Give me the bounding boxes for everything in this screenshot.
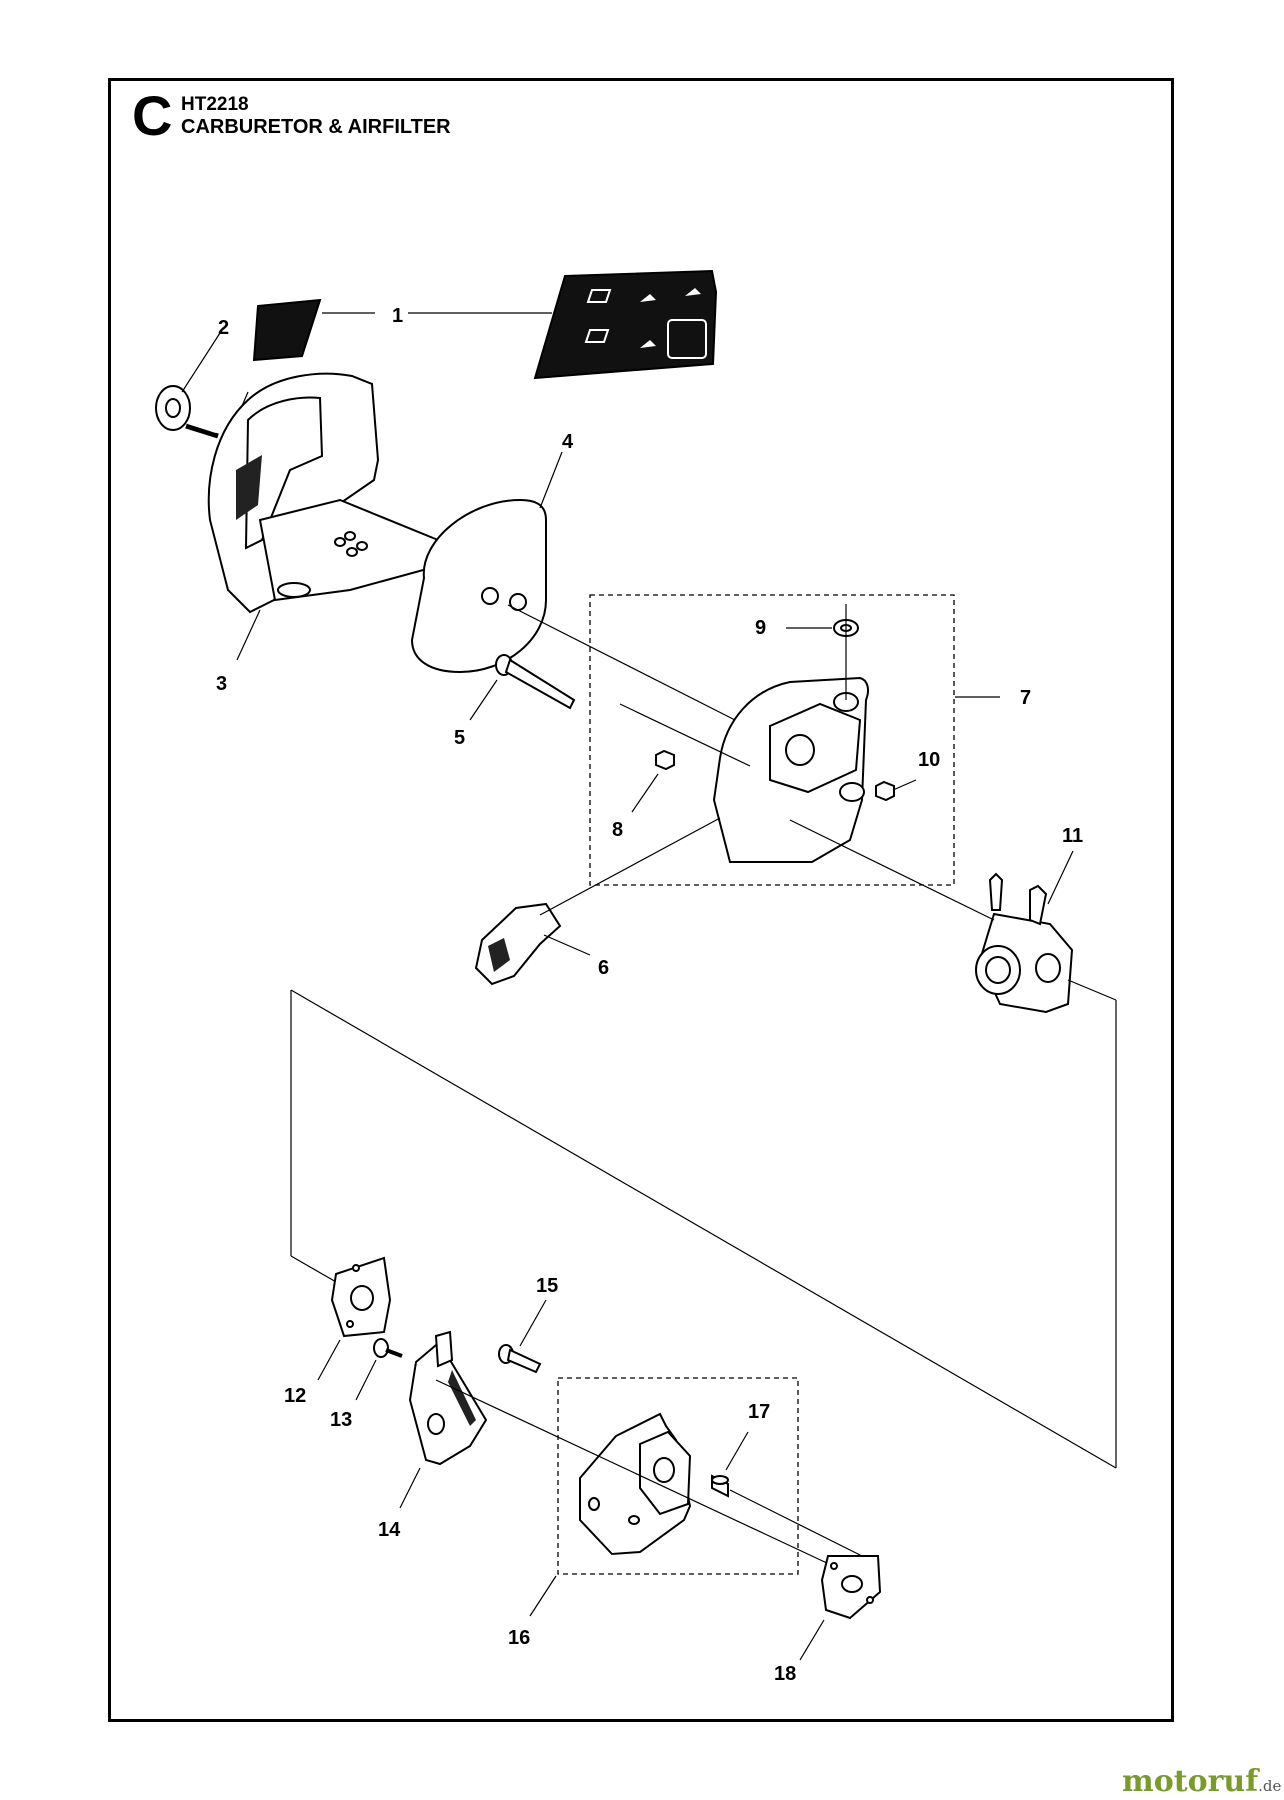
callout-3: 3 xyxy=(216,673,227,695)
part-7-housing xyxy=(619,676,869,863)
callout-9: 9 xyxy=(755,617,766,639)
part-16-intake-housing xyxy=(435,1379,877,1617)
part-16-group-box xyxy=(557,1377,799,1575)
part-6-choke-lever xyxy=(474,817,721,986)
watermark-tld: .de xyxy=(1258,1777,1282,1795)
model-number: HT2218 xyxy=(181,94,249,115)
part-10-nut xyxy=(875,779,917,802)
callout-14: 14 xyxy=(378,1519,401,1541)
watermark-brand: motoruf xyxy=(1122,1764,1259,1799)
part-13-screw xyxy=(355,1338,403,1401)
section-letter: C xyxy=(132,84,173,147)
callout-11: 11 xyxy=(1062,825,1083,847)
part-2-knob-screw xyxy=(155,332,221,439)
part-12-gasket xyxy=(317,1256,392,1381)
callout-16: 16 xyxy=(508,1627,530,1649)
callout-18: 18 xyxy=(774,1663,796,1685)
part-9-washer xyxy=(786,604,859,700)
part-18-gasket xyxy=(799,1555,882,1661)
callout-5: 5 xyxy=(454,727,465,749)
watermark-logo: motoruf.de xyxy=(1122,1764,1281,1799)
part-7-group-box xyxy=(589,594,955,886)
callout-13: 13 xyxy=(330,1409,352,1431)
part-8-nut xyxy=(631,749,675,813)
callout-6: 6 xyxy=(598,957,609,979)
part-15-screw xyxy=(498,1299,547,1374)
callout-7: 7 xyxy=(1020,687,1031,709)
callout-8: 8 xyxy=(612,819,623,841)
part-1-decal xyxy=(252,269,718,380)
callout-1: 1 xyxy=(392,305,403,327)
part-17-bushing xyxy=(711,1431,875,1563)
part-3-filter-cover xyxy=(207,372,439,661)
callout-2: 2 xyxy=(218,317,229,339)
callout-4: 4 xyxy=(562,431,574,453)
callout-10: 10 xyxy=(918,749,940,771)
diagram-title: CARBURETOR & AIRFILTER xyxy=(181,116,451,138)
part-4-air-filter xyxy=(410,451,736,721)
callout-15: 15 xyxy=(536,1275,558,1297)
part-11-carburetor xyxy=(789,819,1117,1468)
callout-17: 17 xyxy=(748,1401,770,1423)
callout-12: 12 xyxy=(284,1385,306,1407)
diagram-frame xyxy=(108,78,1174,1722)
part-14-bracket xyxy=(399,1330,488,1509)
part-5-bolt xyxy=(469,654,576,721)
